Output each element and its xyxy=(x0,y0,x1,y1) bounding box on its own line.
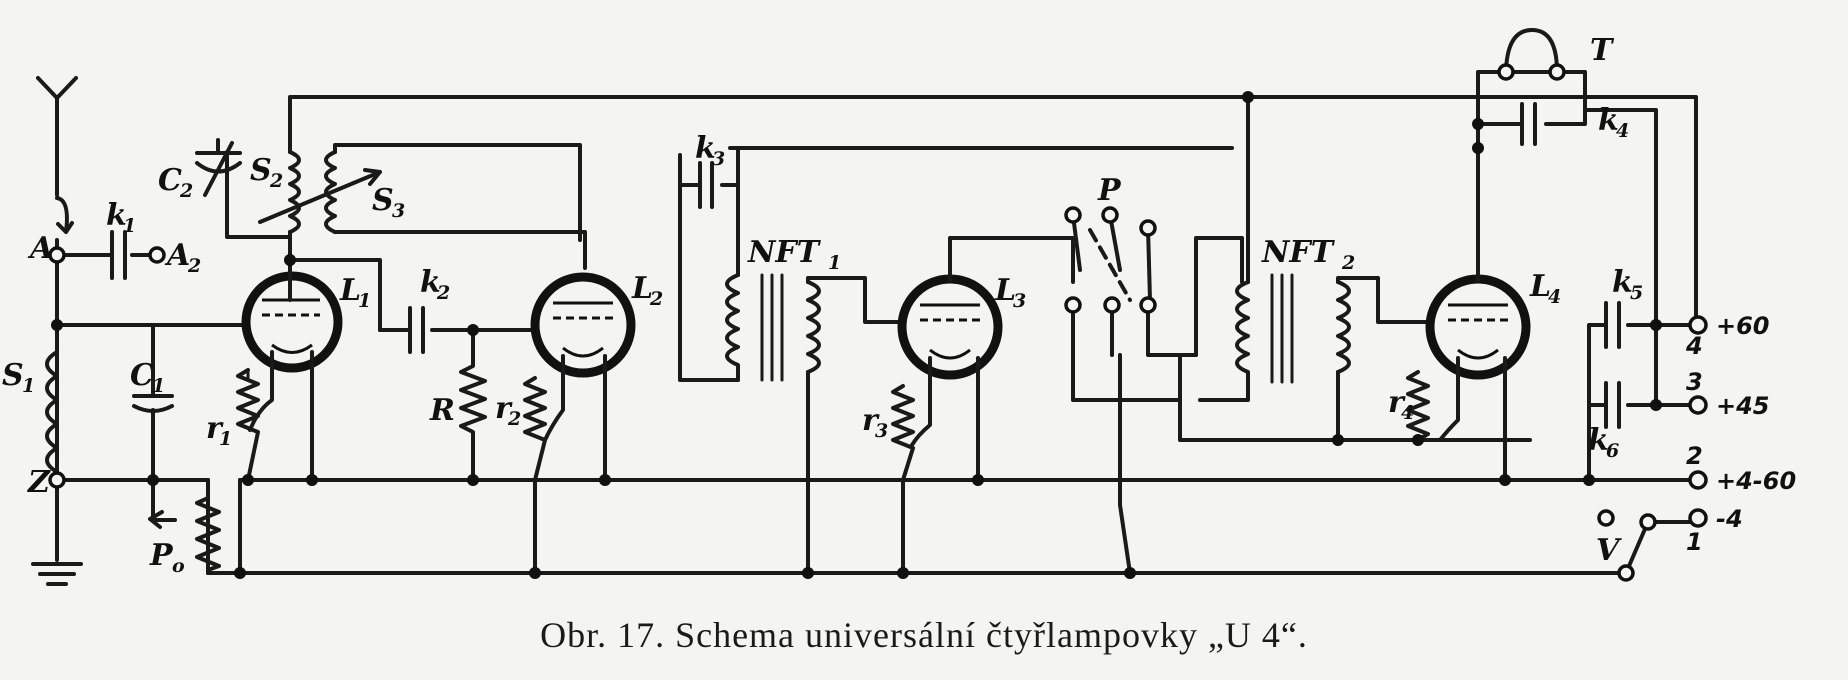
label-s3: S xyxy=(372,183,394,218)
label-v: V xyxy=(1596,533,1622,568)
label-r2: r xyxy=(495,391,513,426)
label-c1-sub: 1 xyxy=(152,375,165,397)
label-r3-sub: 3 xyxy=(875,420,888,442)
label-l1-sub: 1 xyxy=(358,290,371,312)
label-c2: C xyxy=(158,163,182,198)
l3-filament-wiring xyxy=(910,356,980,482)
terminal-rings xyxy=(48,206,1708,582)
label-c1: C xyxy=(130,358,154,393)
l1-filament-wiring xyxy=(248,350,314,482)
label-l2-sub: 2 xyxy=(649,288,663,310)
resistor-r xyxy=(459,328,487,482)
label-l3: L xyxy=(994,273,1016,308)
tube-l1 xyxy=(241,258,382,373)
label-earth: Z xyxy=(27,465,51,500)
rheostat-r2 xyxy=(523,376,547,575)
label-s1: S xyxy=(2,358,24,393)
label-k1-sub: 1 xyxy=(123,215,136,237)
potentiometer-po xyxy=(195,478,221,575)
label-p: P xyxy=(1097,173,1122,208)
label-r1: r xyxy=(206,411,224,446)
coil-s1 xyxy=(45,350,59,474)
component-labels: A A 2 Z k 1 k 2 k 3 k 4 k 5 k 6 C 1 C 2 … xyxy=(2,33,1643,577)
label-l4-sub: 4 xyxy=(1548,286,1561,308)
label-c2-sub: 2 xyxy=(179,180,193,202)
earth-symbol xyxy=(31,478,83,586)
coupler-s2-s3 xyxy=(195,138,587,272)
label-antenna: A xyxy=(27,231,53,266)
rheostat-r3 xyxy=(891,384,915,575)
label-k5-sub: 5 xyxy=(1630,282,1643,304)
label-a2-sub: 2 xyxy=(187,255,201,277)
label-s1-sub: 1 xyxy=(22,375,35,397)
label-r: R xyxy=(429,393,455,428)
label-k5: k xyxy=(1612,265,1633,300)
label-nft2: NFT xyxy=(1261,235,1336,270)
label-r4-sub: 4 xyxy=(1401,402,1414,424)
antenna-symbol xyxy=(36,76,78,234)
label-t: T xyxy=(1590,33,1615,68)
terminal-voltage-1: -4 xyxy=(1716,505,1743,533)
label-po-sub: o xyxy=(172,555,185,577)
terminal-number-4: 4 xyxy=(1685,332,1703,360)
headphones-t xyxy=(1476,28,1587,150)
terminal-voltage-2: +4-60 xyxy=(1716,467,1796,495)
tube-l3 xyxy=(897,236,1075,380)
l2-filament-wiring xyxy=(543,354,607,482)
label-s2-sub: 2 xyxy=(269,170,283,192)
tube-l4 xyxy=(1425,146,1531,380)
terminal-number-3: 3 xyxy=(1686,368,1703,396)
label-k4: k xyxy=(1598,103,1619,138)
transformer-nft2 xyxy=(1198,95,1430,442)
label-k1: k xyxy=(106,198,127,233)
bus-wiring xyxy=(55,95,1701,575)
transformer-nft1 xyxy=(725,146,902,575)
label-l3-sub: 3 xyxy=(1013,290,1026,312)
label-k3: k xyxy=(695,131,716,166)
label-nft1-sub: 1 xyxy=(828,252,841,274)
t-supply-wire xyxy=(1583,95,1658,340)
label-k3-sub: 3 xyxy=(712,148,725,170)
rheostat-r4 xyxy=(1406,370,1430,442)
terminal-number-2: 2 xyxy=(1686,442,1703,470)
tube-l2 xyxy=(530,272,636,378)
label-po: P xyxy=(149,538,174,573)
label-k6-sub: 6 xyxy=(1606,440,1619,462)
figure-caption: Obr. 17. Schema universální čtyřlampovky… xyxy=(540,615,1308,655)
label-a2: A xyxy=(164,238,190,273)
label-k2: k xyxy=(420,265,441,300)
label-l4: L xyxy=(1529,269,1551,304)
label-s2: S xyxy=(250,153,272,188)
label-r3: r xyxy=(862,403,880,438)
label-l1: L xyxy=(339,273,361,308)
label-nft2-sub: 2 xyxy=(1341,252,1355,274)
supply-terminals: 4 +60 3 +45 2 +4-60 1 -4 xyxy=(1685,312,1796,556)
label-r2-sub: 2 xyxy=(507,408,521,430)
label-k2-sub: 2 xyxy=(436,282,450,304)
terminal-voltage-4: +60 xyxy=(1716,312,1770,340)
label-r4: r xyxy=(1388,385,1406,420)
capacitor-k4 xyxy=(1476,95,1587,146)
l4-filament-wiring xyxy=(1438,356,1507,482)
label-l2: L xyxy=(631,271,653,306)
label-k4-sub: 4 xyxy=(1616,120,1629,142)
rheostat-r1 xyxy=(236,368,260,482)
label-r1-sub: 1 xyxy=(219,428,232,450)
capacitor-k3 xyxy=(678,146,1234,382)
label-k6: k xyxy=(1588,423,1609,458)
terminal-number-1: 1 xyxy=(1686,528,1703,556)
label-s3-sub: 3 xyxy=(392,200,405,222)
label-nft1: NFT xyxy=(747,235,822,270)
terminal-voltage-3: +45 xyxy=(1716,392,1770,420)
